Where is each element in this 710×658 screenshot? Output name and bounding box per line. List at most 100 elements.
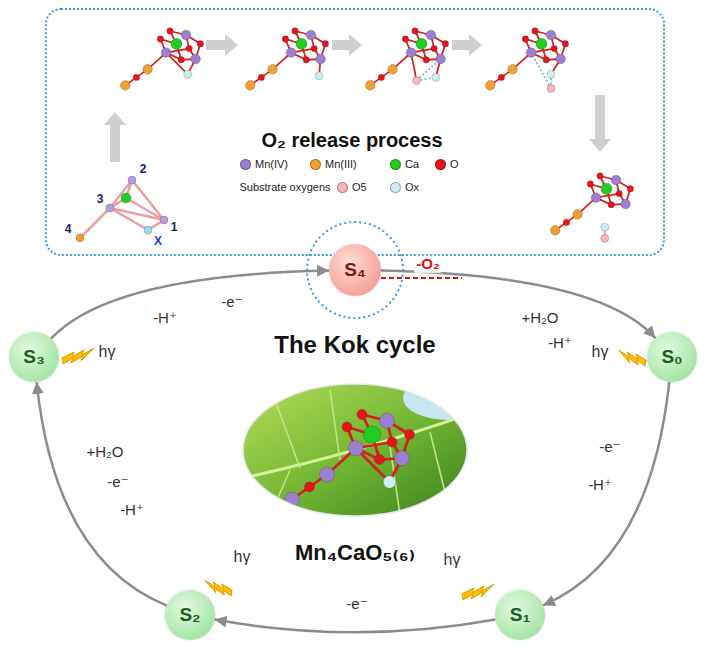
- legend-text: Mn(IV): [255, 157, 288, 171]
- atom: [562, 41, 568, 47]
- state-label: S₁: [510, 605, 531, 626]
- process-arrow: [452, 34, 482, 56]
- step-label: -H⁺: [548, 335, 572, 352]
- callout-number: 1: [171, 221, 178, 234]
- atom: [406, 48, 416, 58]
- atom: [402, 36, 408, 42]
- photon-label: hγ: [99, 343, 116, 361]
- light-bolt: [205, 580, 232, 596]
- mn-cluster: [365, 28, 448, 90]
- atom: [547, 70, 555, 78]
- step-label: -H⁺: [588, 477, 612, 494]
- legend-item: O: [435, 157, 459, 171]
- light-bolt: [619, 350, 646, 366]
- cycle-arrow: [51, 271, 329, 339]
- label-release: -O₂: [414, 256, 441, 273]
- process-arrow: [104, 112, 126, 162]
- atom: [608, 202, 614, 208]
- process-arrow: [589, 95, 611, 152]
- atom: [388, 65, 398, 75]
- atom: [522, 36, 528, 42]
- mn-cluster: [245, 28, 328, 90]
- vein: [270, 390, 450, 516]
- atom: [184, 70, 192, 78]
- legend-swatch: [435, 159, 446, 170]
- cycle-arrow: [381, 271, 656, 339]
- state-circle: S₁: [495, 590, 545, 640]
- state-label: S₄: [344, 260, 366, 281]
- atom: [106, 204, 114, 212]
- callout-number: 2: [140, 163, 147, 176]
- atom: [426, 30, 436, 40]
- mn-cluster: [550, 173, 633, 243]
- atom: [550, 226, 560, 236]
- atom: [178, 57, 184, 63]
- atom: [412, 28, 418, 34]
- atom: [306, 30, 316, 40]
- legend-text: O: [450, 157, 459, 171]
- mn-cluster: [120, 28, 203, 90]
- atom: [383, 476, 396, 489]
- cycle-arrow: [37, 382, 167, 606]
- light-bolt: [62, 348, 94, 364]
- leaf-image: [243, 376, 493, 516]
- atom: [171, 38, 182, 49]
- atom: [143, 65, 153, 75]
- bond: [132, 180, 164, 220]
- atom: [591, 193, 601, 203]
- atom: [316, 54, 326, 64]
- atom: [601, 183, 612, 194]
- state-circle: S₂: [165, 590, 215, 640]
- atom: [547, 85, 555, 93]
- atom: [485, 81, 495, 91]
- legend-swatch: [390, 182, 401, 193]
- atom: [416, 38, 427, 49]
- mn-cluster: [485, 28, 568, 93]
- bond: [531, 53, 551, 89]
- process-box: O₂ release process: [45, 8, 665, 256]
- atom: [536, 38, 547, 49]
- atom: [601, 234, 609, 242]
- edge-label: -e⁻: [105, 474, 130, 491]
- edge-label: -e⁻: [219, 294, 244, 311]
- atom: [543, 57, 549, 63]
- atom: [348, 441, 363, 456]
- atom: [186, 45, 192, 51]
- edge-label: -e⁻: [344, 596, 369, 613]
- legend-heading: Substrate oxygens: [239, 181, 330, 193]
- atom: [282, 36, 288, 42]
- atom: [320, 467, 335, 482]
- atom: [157, 36, 163, 42]
- atom: [405, 430, 415, 440]
- photon-label: hγ: [444, 551, 461, 569]
- bond: [80, 208, 110, 238]
- legend-text: Mn(III): [325, 157, 357, 171]
- atom: [423, 57, 429, 63]
- atom: [378, 74, 384, 80]
- mn-cluster: [285, 410, 415, 508]
- state-label: S₀: [661, 347, 682, 368]
- bond: [110, 208, 148, 230]
- legend-text: Ox: [405, 180, 419, 194]
- edge-label: +H₂O: [519, 310, 560, 327]
- atom: [556, 54, 566, 64]
- atom: [181, 30, 191, 40]
- atom: [526, 48, 536, 58]
- callout-number: 3: [97, 193, 104, 206]
- atom: [315, 72, 323, 80]
- state-label: S₂: [179, 605, 200, 626]
- atom: [365, 81, 375, 91]
- legend-swatch: [310, 159, 321, 170]
- bond: [126, 198, 164, 220]
- atom: [432, 73, 440, 81]
- diagram-title: The Kok cycle: [274, 332, 435, 358]
- atom: [616, 190, 622, 196]
- atom: [498, 74, 504, 80]
- atom: [167, 28, 173, 34]
- atom: [627, 186, 633, 192]
- atom: [303, 57, 309, 63]
- cycle-arrow: [543, 382, 669, 605]
- atom: [508, 65, 518, 75]
- process-arrow: [206, 34, 238, 56]
- atom: [587, 181, 593, 187]
